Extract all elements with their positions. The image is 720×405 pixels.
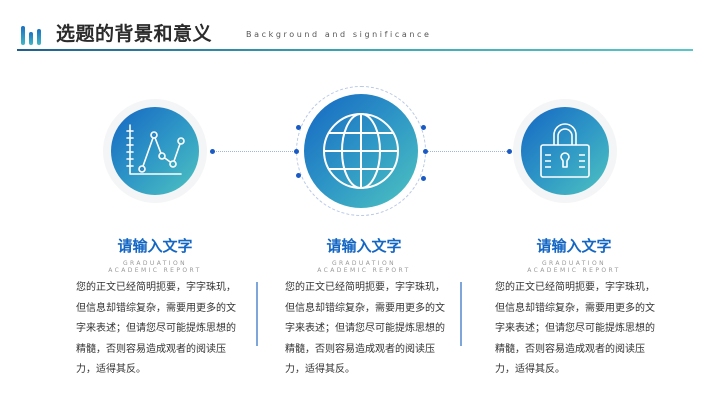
ring-dot [421, 125, 426, 130]
column-en-label-2: GRADUATION [332, 260, 396, 267]
column-title-3: 请输入文字 [536, 237, 612, 255]
ring-dot [294, 149, 299, 154]
ring-dot [421, 176, 426, 181]
ring-dot [296, 173, 301, 178]
feature-circle-3 [521, 107, 609, 195]
connector-dot [210, 149, 215, 154]
connector-right [427, 151, 509, 152]
connector-dot [507, 149, 512, 154]
globe-icon [323, 113, 399, 189]
lock-icon [540, 123, 590, 178]
page-title: 选题的背景和意义 [56, 23, 213, 45]
connector-left [213, 151, 297, 152]
column-title-2: 请输入文字 [326, 237, 402, 255]
column-en-label-1b: ACADEMIC REPORT [108, 267, 202, 274]
column-en-label-3: GRADUATION [542, 260, 606, 267]
feature-circle-1 [111, 107, 199, 195]
column-body-3: 您的正文已经简明扼要，字字珠玑，但信息却错综复杂，需要用更多的文字来表述；但请您… [495, 282, 655, 375]
line-chart-icon [126, 124, 185, 175]
feature-circle-2 [304, 94, 418, 208]
header-divider [17, 49, 693, 51]
column-divider [256, 282, 258, 346]
column-title-1: 请输入文字 [117, 237, 193, 255]
bar-chart-icon [21, 26, 45, 45]
column-body-2: 您的正文已经简明扼要，字字珠玑，但信息却错综复杂，需要用更多的文字来表述；但请您… [285, 282, 445, 375]
column-body-1: 您的正文已经简明扼要，字字珠玑，但信息却错综复杂，需要用更多的文字来表述；但请您… [76, 282, 236, 375]
page-subtitle: Background and significance [246, 30, 432, 39]
column-en-label-3b: ACADEMIC REPORT [527, 267, 621, 274]
column-divider [460, 282, 462, 346]
ring-dot [296, 125, 301, 130]
ring-dot [423, 149, 428, 154]
column-en-label-2b: ACADEMIC REPORT [317, 267, 411, 274]
column-en-label-1: GRADUATION [123, 260, 187, 267]
